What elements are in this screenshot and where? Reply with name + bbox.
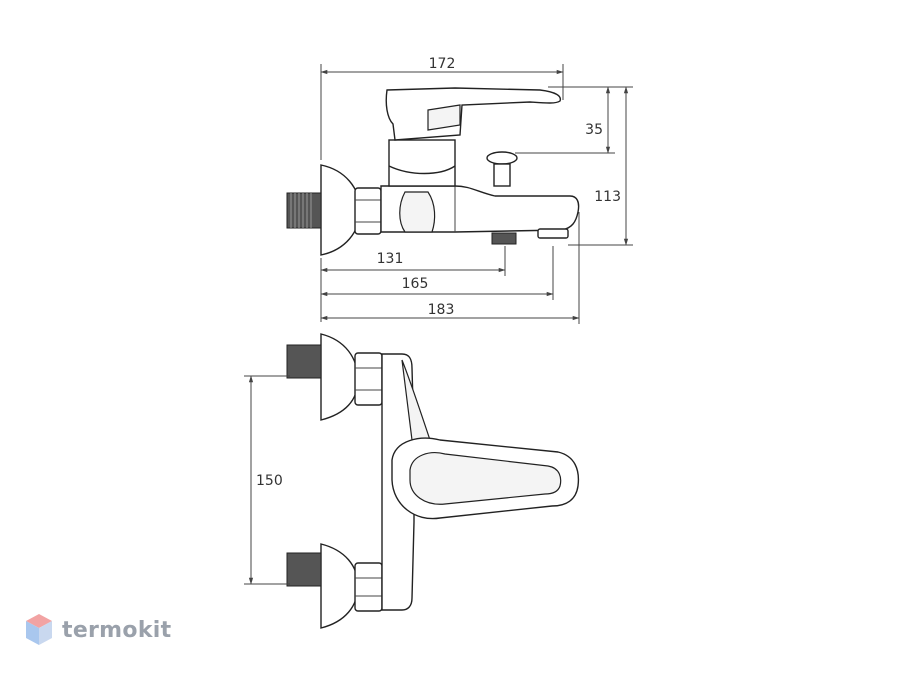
lever-handle	[385, 87, 562, 141]
brand-name: termokit	[62, 617, 172, 643]
dim-label-172: 172	[429, 56, 456, 72]
lower-inlet-thread	[286, 552, 322, 587]
lever-inner	[409, 452, 562, 505]
cube-icon	[26, 614, 52, 645]
upper-flange	[320, 333, 359, 421]
cartridge-housing	[388, 139, 456, 187]
aerator	[537, 228, 569, 239]
housing-collar	[388, 165, 456, 175]
dim-label-150: 150	[256, 473, 283, 489]
dim-label-35: 35	[585, 122, 603, 138]
dim-label-165: 165	[402, 276, 429, 292]
upper-hex-nut	[354, 352, 383, 406]
shower-outlet-thread	[491, 232, 517, 245]
top-view: 150	[244, 333, 580, 629]
diverter-stem	[493, 163, 511, 187]
brand-watermark: termokit	[24, 612, 171, 648]
upper-inlet-thread	[286, 344, 322, 379]
hex-nut	[354, 187, 382, 235]
lower-hex-nut	[354, 562, 383, 612]
wall-flange	[320, 164, 361, 256]
dim-label-113: 113	[594, 189, 621, 205]
inlet-thread	[286, 192, 322, 229]
body-recess	[399, 191, 436, 233]
side-view: 172 35 113 131 165 183	[286, 56, 633, 324]
dim-label-131: 131	[377, 251, 404, 267]
diverter-knob	[486, 151, 518, 165]
dim-label-183: 183	[428, 302, 455, 318]
lever-neck	[427, 104, 461, 131]
lower-flange	[320, 543, 359, 629]
